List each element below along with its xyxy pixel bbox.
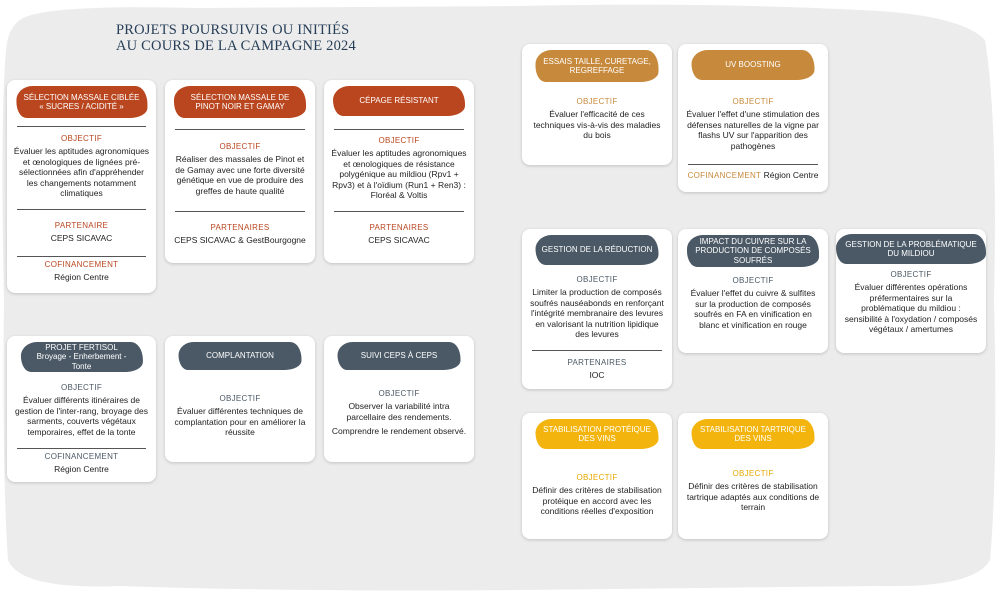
objectif-label: OBJECTIF (219, 142, 261, 151)
tag-gestion-mildiou: GESTION DE LA PROBLÉMATIQUE DU MILDIOU (836, 234, 986, 264)
objectif-text: Évaluer l'effet du cuivre & sulfites sur… (690, 288, 816, 330)
card-stabilisation-tartrique: STABILISATION TARTRIQUE DES VINS OBJECTI… (678, 413, 828, 539)
card-cepage-resistant: CÉPAGE RÉSISTANT OBJECTIF Évaluer les ap… (324, 80, 474, 263)
objectif-text-2: Comprendre le rendement observé. (331, 426, 467, 437)
objectif-text: Définir des critères de stabilisation pr… (532, 485, 662, 517)
tag-complantation: COMPLANTATION (178, 342, 302, 370)
card-suivi-ceps: SUIVI CEPS À CEPS OBJECTIF Observer la v… (324, 336, 474, 462)
divider (175, 211, 305, 212)
page-title-line1: PROJETS POURSUIVIS OU INITIÉS (116, 22, 350, 38)
objectif-text: Évaluer les aptitudes agronomiques et œn… (331, 148, 467, 201)
cofinancement-text: Région Centre (763, 170, 819, 180)
partenaires-label: PARTENAIRES (210, 223, 270, 232)
tag-fertisol: PROJET FERTISOL Broyage - Enherbement - … (20, 342, 143, 372)
cofinancement-label: COFINANCEMENT (687, 171, 762, 180)
card-complantation: COMPLANTATION OBJECTIF Évaluer différent… (165, 336, 315, 462)
card-pinot-gamay: SÉLECTION MASSALE DE PINOT NOIR ET GAMAY… (165, 80, 315, 263)
divider (334, 211, 464, 212)
objectif-label: OBJECTIF (732, 276, 774, 285)
divider (17, 126, 146, 127)
objectif-text: Évaluer l'efficacité de ces techniques v… (533, 109, 661, 141)
divider (175, 129, 305, 130)
cofinancement-text: Région Centre (54, 464, 109, 474)
card-essais-taille: ESSAIS TAILLE, CURETAGE, REGREFFAGE OBJE… (522, 44, 672, 165)
objectif-label: OBJECTIF (378, 136, 420, 145)
divider (334, 129, 464, 130)
card-gestion-reduction: GESTION DE LA RÉDUCTION OBJECTIF Limiter… (522, 229, 672, 389)
divider (17, 448, 146, 449)
page-title: PROJETS POURSUIVIS OU INITIÉS AU COURS D… (116, 22, 416, 54)
objectif-label: OBJECTIF (890, 270, 932, 279)
objectif-text: Évaluer l'effet d'une stimulation des dé… (686, 109, 820, 151)
card-gestion-mildiou: GESTION DE LA PROBLÉMATIQUE DU MILDIOU O… (836, 229, 986, 353)
card-uv-boosting: UV BOOSTING OBJECTIF Évaluer l'effet d'u… (678, 44, 828, 192)
cofinancement-text: Région Centre (54, 272, 109, 282)
cofinancement-label: COFINANCEMENT (44, 452, 119, 461)
tag-suivi-ceps: SUIVI CEPS À CEPS (337, 342, 461, 370)
objectif-text: Évaluer les aptitudes agronomiques et œn… (13, 146, 150, 199)
objectif-text: Limiter la production de composés soufré… (530, 287, 664, 340)
cofinancement-label: COFINANCEMENT (44, 260, 119, 269)
card-selection-massale: SÉLECTION MASSALE CIBLÉE « SUCRES / ACID… (7, 80, 156, 293)
tag-stabilisation-tartrique: STABILISATION TARTRIQUE DES VINS (691, 419, 815, 449)
objectif-text: Évaluer différents itinéraires de gestio… (15, 395, 148, 437)
tag-stabilisation-proteique: STABILISATION PROTÉIQUE DES VINS (535, 419, 659, 449)
card-stabilisation-proteique: STABILISATION PROTÉIQUE DES VINS OBJECTI… (522, 413, 672, 539)
tag-gestion-reduction: GESTION DE LA RÉDUCTION (535, 235, 659, 265)
tag-fertisol-line2: Broyage - Enherbement - Tonte (36, 352, 127, 371)
objectif-label: OBJECTIF (60, 134, 103, 143)
tag-cepage-resistant: CÉPAGE RÉSISTANT (333, 86, 465, 116)
divider (17, 209, 146, 210)
objectif-label: OBJECTIF (576, 97, 618, 106)
card-fertisol: PROJET FERTISOL Broyage - Enherbement - … (7, 336, 156, 482)
page-title-line2: AU COURS DE LA CAMPAGNE 2024 (116, 38, 356, 54)
objectif-text: Réaliser des massales de Pinot et de Gam… (175, 154, 305, 196)
objectif-label: OBJECTIF (576, 275, 618, 284)
tag-fertisol-line1: PROJET FERTISOL (45, 342, 118, 352)
objectif-label: OBJECTIF (378, 389, 420, 398)
objectif-label: OBJECTIF (732, 469, 774, 478)
partenaires-text: IOC (589, 370, 605, 380)
objectif-label: OBJECTIF (576, 473, 618, 482)
objectif-text: Observer la variabilité intra parcellair… (346, 401, 452, 422)
objectif-text: Évaluer différentes techniques de compla… (174, 406, 306, 438)
objectif-text: Définir des critères de stabilisation ta… (686, 481, 820, 513)
objectif-label: OBJECTIF (732, 97, 774, 106)
divider (688, 164, 818, 165)
tag-selection-massale: SÉLECTION MASSALE CIBLÉE « SUCRES / ACID… (15, 86, 148, 118)
partenaire-text: CEPS SICAVAC (50, 233, 113, 243)
tag-impact-cuivre: IMPACT DU CUIVRE SUR LA PRODUCTION DE CO… (687, 235, 819, 267)
tag-uv-boosting: UV BOOSTING (691, 50, 815, 80)
partenaires-label: PARTENAIRES (369, 223, 429, 232)
tag-essais-taille: ESSAIS TAILLE, CURETAGE, REGREFFAGE (535, 50, 659, 82)
partenaires-label: PARTENAIRES (567, 358, 627, 367)
objectif-label: OBJECTIF (219, 394, 261, 403)
card-impact-cuivre: IMPACT DU CUIVRE SUR LA PRODUCTION DE CO… (678, 229, 828, 353)
partenaire-label: PARTENAIRE (54, 221, 109, 230)
objectif-label: OBJECTIF (60, 383, 103, 392)
objectif-text: Évaluer différentes opérations préfermen… (844, 282, 978, 335)
partenaires-text: CEPS SICAVAC (368, 235, 430, 245)
tag-pinot-gamay: SÉLECTION MASSALE DE PINOT NOIR ET GAMAY (174, 86, 306, 118)
partenaires-text: CEPS SICAVAC & GestBourgogne (174, 235, 306, 245)
divider (532, 350, 662, 351)
divider (17, 256, 146, 257)
